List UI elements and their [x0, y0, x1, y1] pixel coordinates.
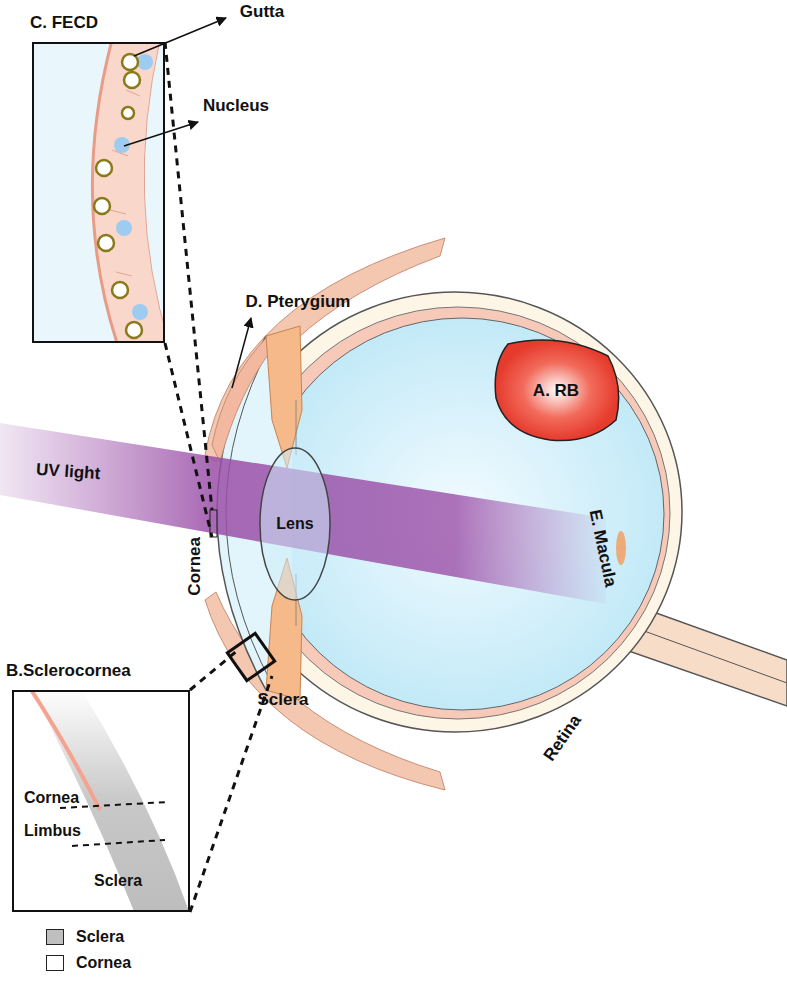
- structure-label: Sclera: [257, 691, 308, 710]
- light-label: UV light: [35, 460, 100, 483]
- structure-label: Nucleus: [203, 97, 269, 116]
- lens-shape: Lens: [258, 446, 332, 602]
- disease-label: D. Pterygium: [246, 293, 351, 312]
- structure-label: Retina: [540, 711, 585, 764]
- node-heading: B.Sclerocornea: [6, 662, 131, 681]
- sclerocornea-inset-panel: B.SclerocorneaCorneaLimbusSclera: [12, 690, 190, 912]
- part-label: Sclera: [94, 872, 142, 890]
- legend-entry: Cornea: [46, 954, 131, 972]
- legend-swatch: [46, 955, 64, 971]
- structure-label: Cornea: [186, 537, 205, 596]
- legend-entry: Sclera: [46, 928, 124, 946]
- lens-ellipse: [260, 448, 330, 600]
- retinoblastoma-region: A. RB: [490, 336, 622, 446]
- legend-swatch: [46, 929, 64, 945]
- node-heading: Lens: [276, 515, 313, 533]
- legend-text: Cornea: [76, 954, 131, 972]
- part-label: Cornea: [24, 789, 79, 807]
- tumor-outline: [495, 340, 618, 441]
- structure-label: Gutta: [240, 3, 284, 22]
- node-heading: C. FECD: [30, 14, 98, 33]
- node-heading: A. RB: [533, 382, 579, 401]
- legend-text: Sclera: [76, 928, 124, 946]
- part-label: Limbus: [24, 822, 81, 840]
- fecd-inset-panel: C. FECD: [32, 42, 165, 343]
